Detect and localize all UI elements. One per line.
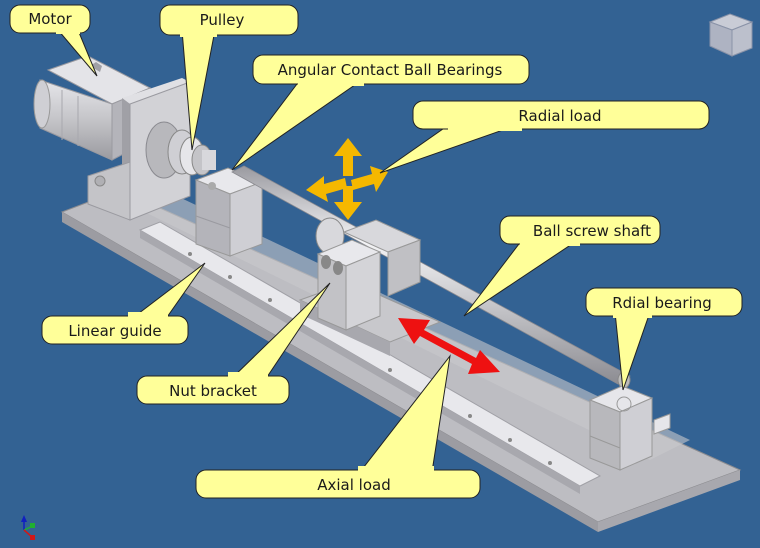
pulley xyxy=(167,129,216,176)
callout-axial-load: Axial load xyxy=(195,354,481,499)
callout-angular-bearings: Angular Contact Ball Bearings xyxy=(231,54,530,171)
callout-angular-bearings-label: Angular Contact Ball Bearings xyxy=(278,61,503,79)
axis-triad-icon xyxy=(21,515,35,540)
view-cube-icon[interactable] xyxy=(708,13,754,57)
callout-motor-label: Motor xyxy=(28,10,72,28)
callout-ball-screw-shaft: Ball screw shaft xyxy=(463,215,661,317)
axial-load-arrow xyxy=(398,318,500,374)
callout-pulley: Pulley xyxy=(159,4,299,151)
callout-radial-bearing: Rdial bearing xyxy=(585,287,743,391)
callout-motor: Motor xyxy=(9,4,98,77)
callout-linear-guide-label: Linear guide xyxy=(68,322,161,340)
callout-radial-bearing-label: Rdial bearing xyxy=(612,294,712,312)
radial-load-arrows xyxy=(306,138,388,220)
callout-nut-bracket-label: Nut bracket xyxy=(169,382,257,400)
callout-radial-load: Radial load xyxy=(379,100,710,174)
motor-bracket xyxy=(87,78,191,221)
callout-pulley-label: Pulley xyxy=(200,11,245,29)
callout-ball-screw-shaft-label: Ball screw shaft xyxy=(533,222,651,240)
callout-radial-load-label: Radial load xyxy=(518,107,601,125)
linear-guide-rail xyxy=(138,221,602,494)
callout-linear-guide: Linear guide xyxy=(41,262,206,345)
callout-axial-load-label: Axial load xyxy=(317,476,391,494)
radial-bearing-block xyxy=(588,385,671,471)
callout-nut-bracket: Nut bracket xyxy=(136,282,331,405)
angular-bearing-block xyxy=(194,167,264,257)
